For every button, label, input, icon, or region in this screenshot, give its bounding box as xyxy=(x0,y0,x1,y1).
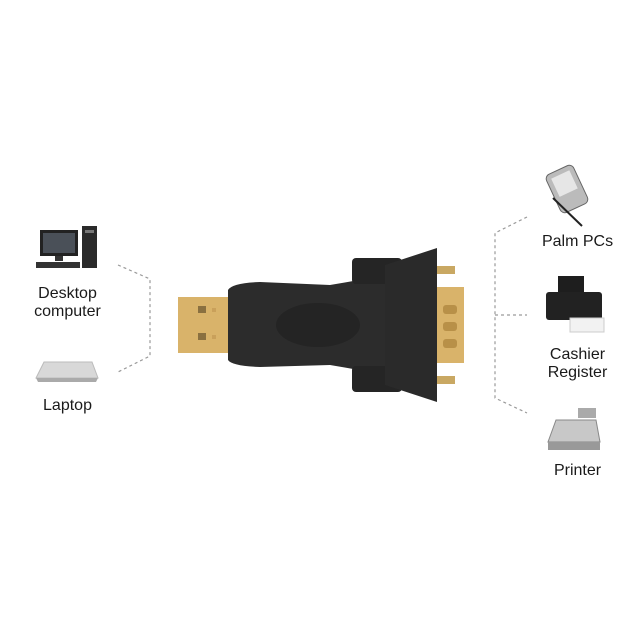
desktop-computer-icon xyxy=(36,226,97,268)
label-line: computer xyxy=(34,303,101,320)
laptop-icon xyxy=(35,361,99,382)
usb-to-serial-adapter-image xyxy=(178,248,464,402)
label-line: Cashier xyxy=(549,346,606,363)
label-cashier-register: Cashier Register xyxy=(530,346,625,382)
label-line: Register xyxy=(547,364,608,381)
left-connector-lines xyxy=(117,264,151,373)
label-line: Desktop xyxy=(38,285,97,302)
cash-register-icon xyxy=(547,408,601,450)
right-connector-lines xyxy=(494,216,528,414)
label-laptop: Laptop xyxy=(43,397,92,414)
label-desktop-computer: Desktop computer xyxy=(20,285,115,321)
label-printer: Printer xyxy=(553,462,602,479)
label-palm-pcs: Palm PCs xyxy=(541,233,614,250)
palm-pc-icon xyxy=(545,164,589,227)
printer-icon xyxy=(546,276,605,333)
